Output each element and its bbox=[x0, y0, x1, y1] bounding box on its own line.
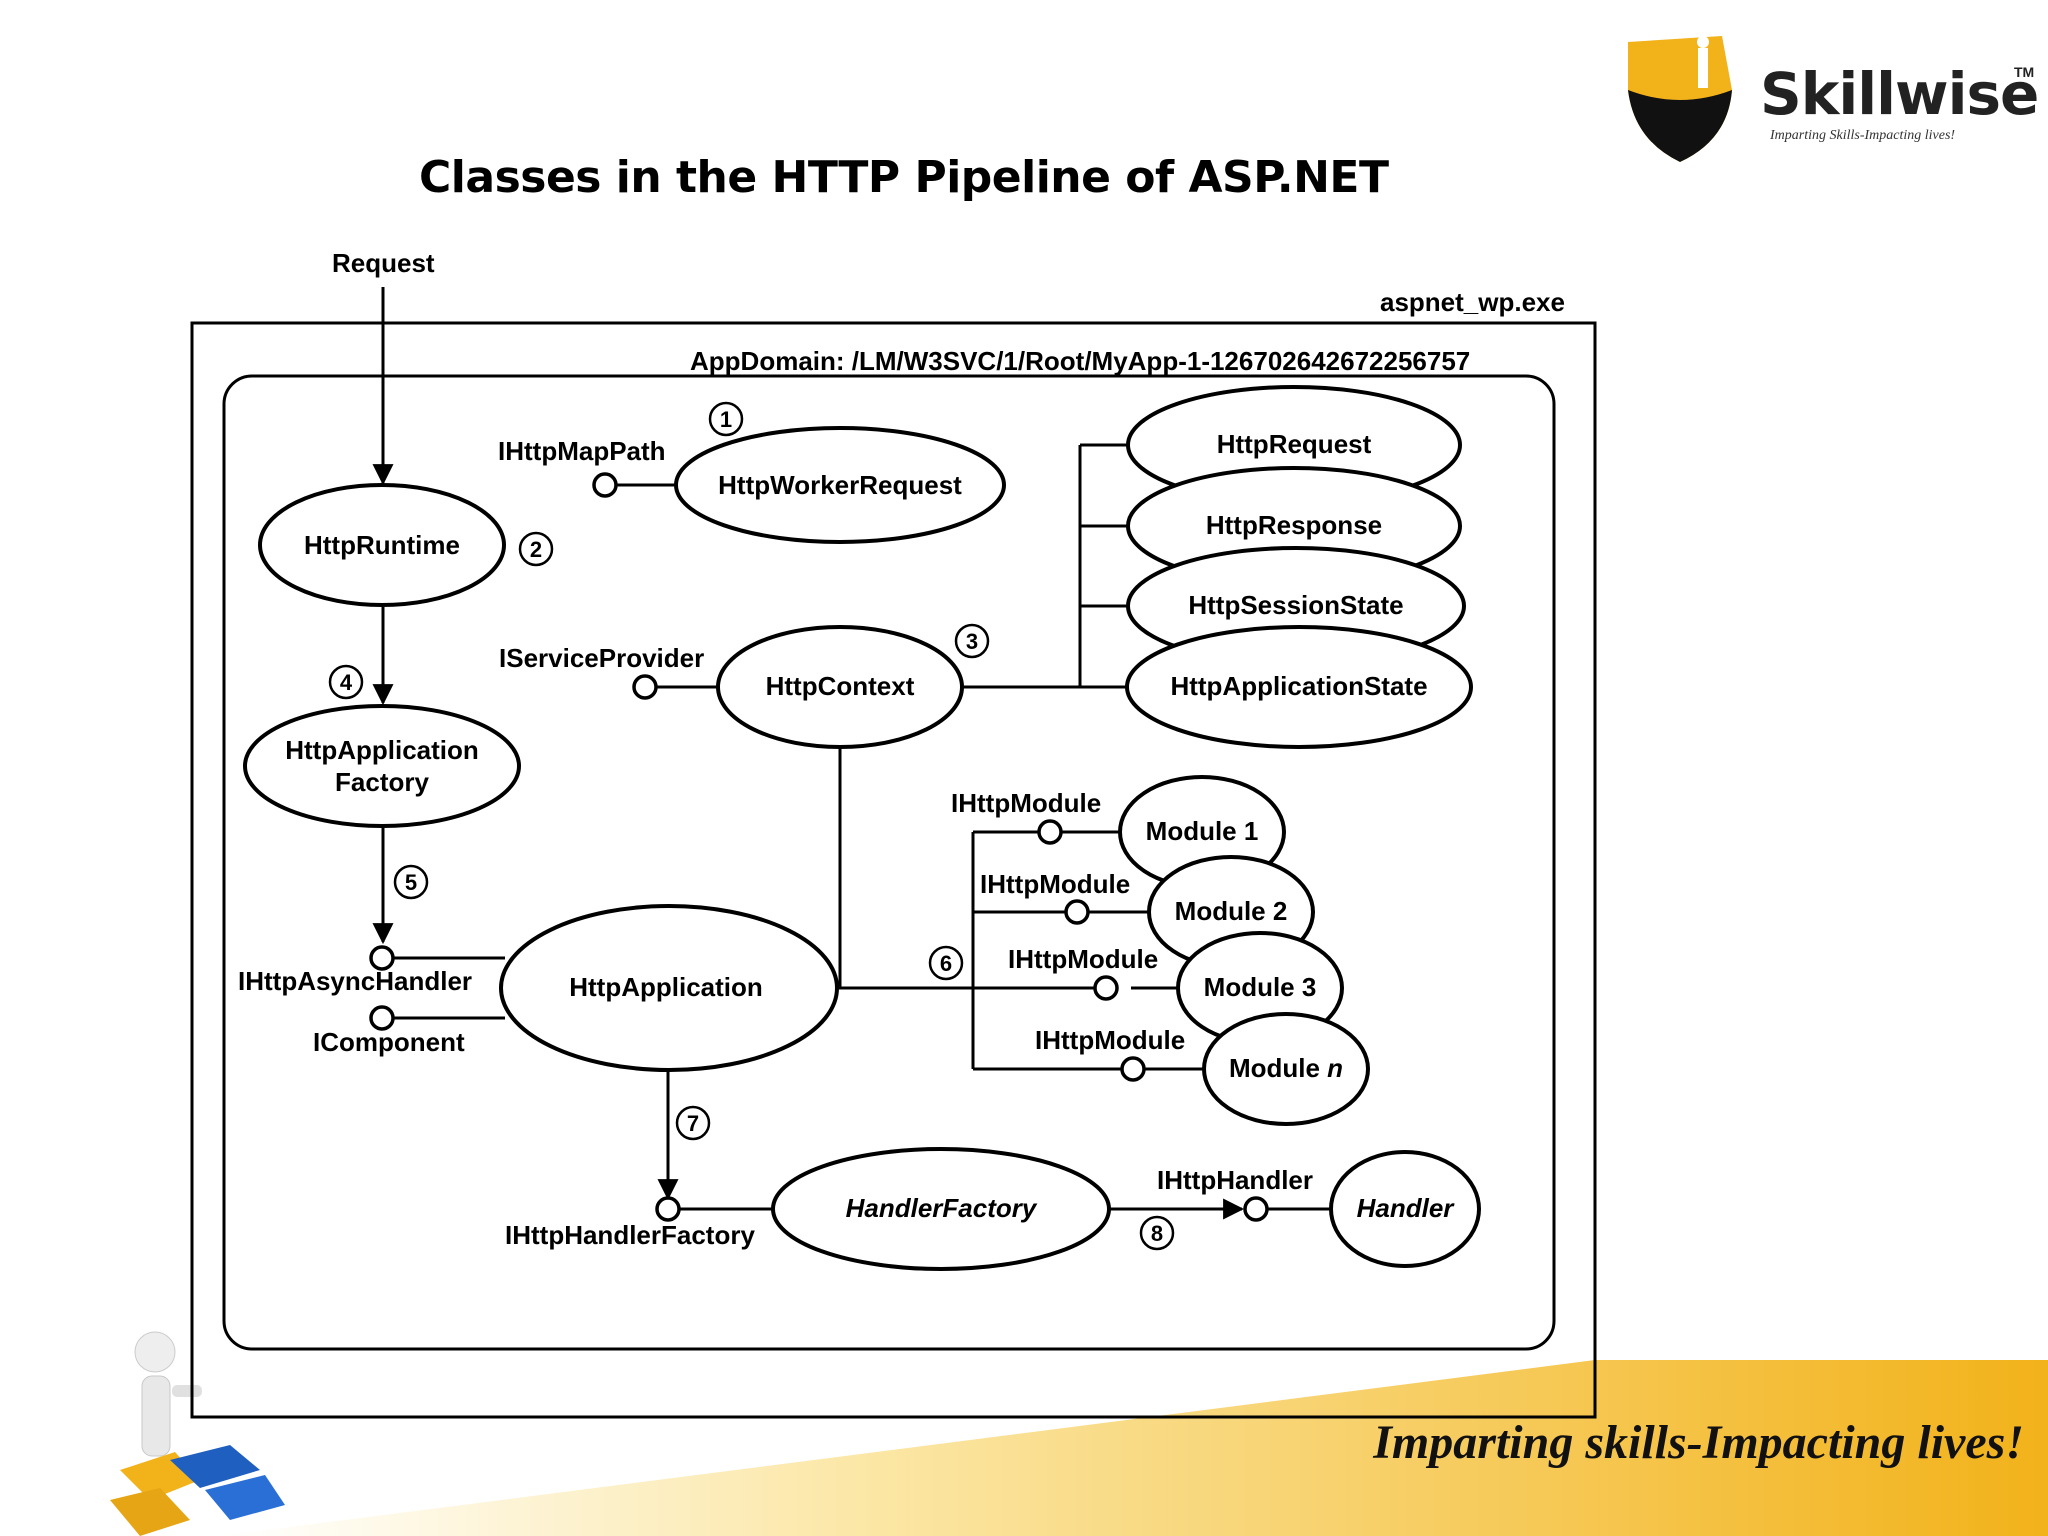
node-http-worker-request bbox=[674, 426, 1006, 544]
node-handler-factory bbox=[771, 1147, 1111, 1271]
handler-factory-label: HandlerFactory bbox=[846, 1193, 1038, 1223]
footer-tagline: Imparting skills-Impacting lives! bbox=[1373, 1416, 2024, 1469]
node-handler bbox=[1329, 1150, 1481, 1268]
lollipop-ihttpmappath bbox=[592, 472, 618, 498]
ihttpmodule-label-3: IHttpModule bbox=[1008, 944, 1158, 974]
http-context-label: HttpContext bbox=[766, 671, 915, 701]
process-box bbox=[190, 321, 1597, 1419]
ihttpmodule-label-2: IHttpModule bbox=[980, 869, 1130, 899]
figure-puzzle-illustration bbox=[110, 1331, 285, 1536]
lollipop-ihttpmodule-3 bbox=[1093, 975, 1119, 1001]
http-application-state-label: HttpApplicationState bbox=[1170, 671, 1427, 701]
http-worker-request-label: HttpWorkerRequest bbox=[718, 470, 962, 500]
step-6-number: 6 bbox=[940, 951, 952, 976]
http-application-label: HttpApplication bbox=[569, 972, 763, 1002]
http-session-state-label: HttpSessionState bbox=[1188, 590, 1403, 620]
node-http-application-factory bbox=[243, 704, 521, 828]
node-http-application-state bbox=[1125, 625, 1473, 749]
step-8-circle bbox=[1139, 1215, 1175, 1251]
shield-icon bbox=[1628, 36, 1732, 162]
process-label: aspnet_wp.exe bbox=[1380, 287, 1565, 317]
lollipop-iserviceprovider bbox=[632, 674, 658, 700]
lollipop-ihttphandlerfactory bbox=[655, 1196, 681, 1222]
step-4-circle bbox=[328, 664, 364, 700]
lollipop-ihttpmodule-n bbox=[1120, 1056, 1146, 1082]
step-6-circle bbox=[928, 945, 964, 981]
node-http-runtime bbox=[258, 483, 506, 607]
step-3-circle bbox=[954, 623, 990, 659]
skillwise-logo: Skillwise TM Imparting Skills-Impacting … bbox=[1620, 30, 2040, 180]
lollipop-ihttphandler bbox=[1243, 1196, 1269, 1222]
appdomain-label: AppDomain: /LM/W3SVC/1/Root/MyApp-1-1267… bbox=[690, 346, 1470, 376]
lollipop-ihttpasynchandler bbox=[369, 945, 395, 971]
step-3-number: 3 bbox=[966, 629, 978, 654]
ihttpmodule-label-n: IHttpModule bbox=[1035, 1025, 1185, 1055]
ihttpasynchandler-label: IHttpAsyncHandler bbox=[238, 966, 472, 996]
step-7-number: 7 bbox=[687, 1111, 699, 1136]
slide-title: Classes in the HTTP Pipeline of ASP.NET bbox=[419, 152, 1389, 203]
step-8-number: 8 bbox=[1151, 1221, 1163, 1246]
iserviceprovider-label: IServiceProvider bbox=[499, 643, 704, 673]
node-module-n bbox=[1202, 1012, 1370, 1126]
ihttphandlerfactory-label: IHttpHandlerFactory bbox=[505, 1220, 755, 1250]
handler-label: Handler bbox=[1357, 1193, 1456, 1223]
step-2-number: 2 bbox=[530, 537, 542, 562]
request-label: Request bbox=[332, 248, 435, 278]
ihttphandler-label: IHttpHandler bbox=[1157, 1165, 1313, 1195]
http-app-factory-label-line2: Factory bbox=[335, 767, 429, 797]
logo-wordmark: Skillwise bbox=[1760, 60, 2039, 128]
step-5-circle bbox=[393, 864, 429, 900]
ihttpmappath-label: IHttpMapPath bbox=[498, 436, 666, 466]
module-n-label: Module n bbox=[1229, 1053, 1343, 1083]
http-request-label: HttpRequest bbox=[1217, 429, 1372, 459]
step-7-circle bbox=[675, 1105, 711, 1141]
step-1-circle bbox=[708, 401, 744, 437]
ihttpmodule-label-1: IHttpModule bbox=[951, 788, 1101, 818]
lollipop-icomponent bbox=[369, 1005, 395, 1031]
module-n-suffix: n bbox=[1327, 1053, 1343, 1083]
appdomain-box bbox=[222, 374, 1556, 1351]
module-3-label: Module 3 bbox=[1204, 972, 1317, 1002]
step-4-number: 4 bbox=[340, 670, 353, 695]
logo-trademark: TM bbox=[2014, 64, 2035, 80]
node-http-context bbox=[716, 625, 964, 749]
icomponent-label: IComponent bbox=[313, 1027, 465, 1057]
module-n-prefix: Module bbox=[1229, 1053, 1320, 1083]
step-2-circle bbox=[518, 531, 554, 567]
lollipop-ihttpmodule-2 bbox=[1064, 899, 1090, 925]
http-app-factory-label-line1: HttpApplication bbox=[285, 735, 479, 765]
step-5-number: 5 bbox=[405, 870, 417, 895]
http-response-label: HttpResponse bbox=[1206, 510, 1382, 540]
logo-tagline: Imparting Skills-Impacting lives! bbox=[1770, 128, 1956, 143]
yellow-footer-band bbox=[220, 1360, 2048, 1536]
lollipop-ihttpmodule-1 bbox=[1037, 819, 1063, 845]
http-runtime-label: HttpRuntime bbox=[304, 530, 460, 560]
step-1-number: 1 bbox=[720, 407, 732, 432]
module-2-label: Module 2 bbox=[1175, 896, 1288, 926]
node-http-application bbox=[499, 904, 839, 1072]
module-1-label: Module 1 bbox=[1146, 816, 1259, 846]
